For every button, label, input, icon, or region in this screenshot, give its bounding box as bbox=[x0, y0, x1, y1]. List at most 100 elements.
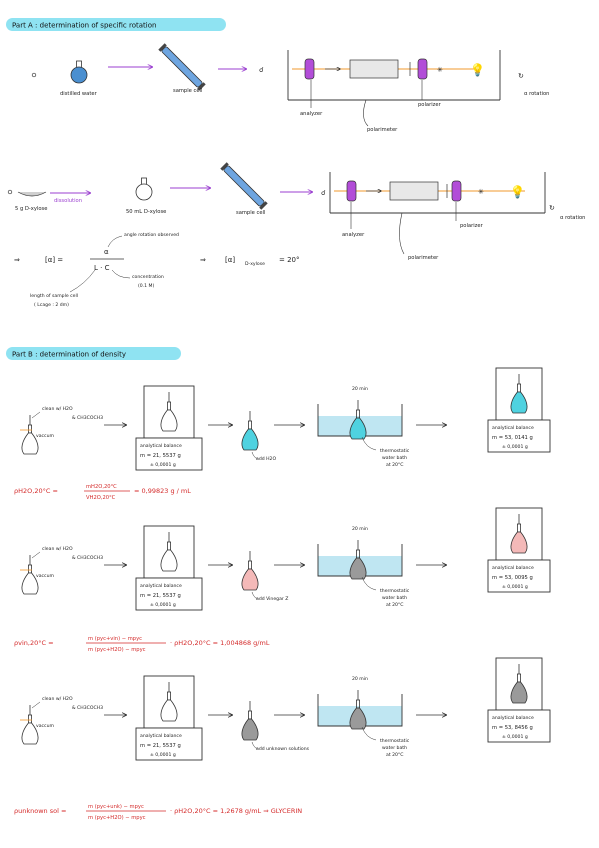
sample-cell-label: sample cell bbox=[236, 210, 265, 216]
round-flask-icon bbox=[70, 60, 88, 84]
analytical-balance: analytical balance m = 21, 5537 g ± 0,0001… bbox=[135, 385, 203, 471]
add-liquid-label: add Vinegar Z bbox=[256, 596, 288, 602]
tolerance-label: ± 0,0001 g bbox=[502, 444, 528, 450]
formula-denominator: L · C bbox=[94, 264, 110, 272]
thermostatic-water-bath bbox=[317, 400, 403, 440]
analyzer-lens bbox=[346, 180, 357, 202]
tolerance-label: ± 0,0001 g bbox=[150, 602, 176, 608]
balance-label: analytical balance bbox=[140, 583, 182, 589]
part-a-title: Part A : determination of specific rotat… bbox=[12, 22, 156, 30]
balance-label: analytical balance bbox=[492, 425, 534, 431]
polarizer-lens bbox=[451, 180, 462, 202]
clean-note-2: & CH3COCH3 bbox=[72, 705, 103, 711]
clean-note: clean w/ H2O bbox=[42, 406, 73, 412]
formula-numerator: α bbox=[104, 248, 109, 256]
formula-result: · ρH2O,20°C = 1,2678 g/mL ⇒ GLYCERIN bbox=[170, 807, 302, 815]
tolerance-label: ± 0,0001 g bbox=[502, 584, 528, 590]
vaccum-label: vaccum bbox=[36, 434, 54, 439]
formula-numerator: mH2O,20°C bbox=[86, 484, 117, 490]
tolerance-label: ± 0,0001 g bbox=[150, 462, 176, 468]
pycnometer-in-bath-icon bbox=[349, 400, 367, 440]
result-arrow: ⇒ bbox=[200, 256, 206, 264]
thermo-label-1: thermostatic bbox=[380, 738, 410, 744]
mass-reading: m = 53, 8456 g bbox=[492, 725, 533, 731]
sample-tube bbox=[389, 181, 439, 201]
result-value: = 20° bbox=[279, 256, 300, 264]
part-b-header: Part B : determination of density bbox=[6, 347, 181, 360]
mass-reading: m = 21, 5537 g bbox=[140, 453, 181, 459]
time-label: 20 min bbox=[352, 386, 368, 392]
clean-note: clean w/ H2O bbox=[42, 696, 73, 702]
rotation-arrow-icon: ↻ bbox=[549, 204, 555, 212]
eye-icon: ☌ bbox=[321, 189, 326, 197]
bullet-icon bbox=[7, 189, 13, 195]
formula-lhs: [α] = bbox=[45, 256, 63, 264]
clean-note-2: & CH3COCH3 bbox=[72, 415, 103, 421]
add-liquid-label: add H2O bbox=[256, 456, 276, 462]
mass-reading: m = 53, 0141 g bbox=[492, 435, 533, 441]
part-a-row-2: 5 g D-xylose dissolution 50 mL D-xylose … bbox=[7, 162, 585, 261]
thermo-label-3: at 20°C bbox=[386, 602, 403, 608]
pycnometer-in-bath-icon bbox=[349, 540, 367, 580]
pycnometer-icon bbox=[21, 415, 39, 455]
density-formula-2: ρvin,20°C = m (pyc+vin) − mpyc m (pyc+H2O)… bbox=[14, 636, 270, 653]
formula-lhs: ρunknown sol = bbox=[14, 807, 66, 815]
distilled-water-label: distilled water bbox=[60, 91, 98, 97]
sample-cell-tube-icon bbox=[220, 162, 268, 210]
analytical-balance: analytical balance m = 53, 8456 g ± 0,0001… bbox=[487, 657, 551, 743]
pycnometer-icon bbox=[21, 555, 39, 595]
formula-denominator: m (pyc+H2O) − mpyc bbox=[88, 815, 146, 821]
pycnometer-icon bbox=[21, 705, 39, 745]
scatter-icon: ✳ bbox=[478, 188, 484, 196]
pycnometer-icon bbox=[160, 682, 178, 722]
polarimeter-bench: ✳ 💡 bbox=[287, 50, 501, 101]
polarimeter-bench: ✳ 💡 bbox=[329, 172, 546, 214]
balance-label: analytical balance bbox=[140, 733, 182, 739]
part-b-rows: clean w/ H2O & CH3COCH3 vaccum analytical b… bbox=[14, 367, 551, 821]
length-note: length of sample cell bbox=[30, 293, 78, 299]
alpha-rotation-label: α rotation bbox=[524, 91, 549, 97]
bullet-icon bbox=[31, 72, 37, 78]
thermo-label-2: water bath bbox=[382, 455, 407, 461]
analyzer-label: analyzer bbox=[300, 111, 323, 117]
tolerance-label: ± 0,0001 g bbox=[150, 752, 176, 758]
tolerance-label: ± 0,0001 g bbox=[502, 734, 528, 740]
formula-lhs: ρvin,20°C = bbox=[14, 639, 54, 647]
concentration-value: (0.1 M) bbox=[138, 283, 155, 289]
clean-note-2: & CH3COCH3 bbox=[72, 555, 103, 561]
concentration-note: concentration bbox=[132, 274, 164, 280]
result-symbol: [α] bbox=[225, 256, 235, 264]
polarimeter-label: polarimeter bbox=[367, 127, 398, 133]
dissolution-label: dissolution bbox=[54, 198, 82, 204]
scatter-icon: ✳ bbox=[437, 66, 443, 74]
add-liquid-label: add unknown solutions bbox=[256, 746, 310, 752]
part-b-title: Part B : determination of density bbox=[12, 351, 126, 359]
light-bulb-icon: 💡 bbox=[470, 63, 485, 77]
thermo-label-2: water bath bbox=[382, 745, 407, 751]
polarimeter-label: polarimeter bbox=[408, 255, 439, 261]
balance-label: analytical balance bbox=[492, 715, 534, 721]
thermo-label-1: thermostatic bbox=[380, 588, 410, 594]
analyzer-lens bbox=[304, 58, 315, 80]
vaccum-label: vaccum bbox=[36, 574, 54, 579]
part-a-row-1: distilled water sample cell ☌ ✳ 💡 analyz… bbox=[31, 43, 549, 133]
balance-label: analytical balance bbox=[140, 443, 182, 449]
thermo-label-3: at 20°C bbox=[386, 752, 403, 758]
rotation-arrow-icon: ↻ bbox=[518, 72, 524, 80]
filled-pycnometer-icon bbox=[241, 701, 259, 741]
formula-numerator: m (pyc+vin) − mpyc bbox=[88, 636, 142, 642]
analyzer-label: analyzer bbox=[342, 232, 365, 238]
thermostatic-water-bath bbox=[317, 540, 403, 580]
formula-denominator: m (pyc+H2O) − mpyc bbox=[88, 647, 146, 653]
thermo-label-1: thermostatic bbox=[380, 448, 410, 454]
sample-cell-tube-icon bbox=[158, 43, 206, 91]
formula-result: · ρH2O,20°C = 1,004868 g/mL bbox=[170, 639, 270, 647]
pycnometer-icon bbox=[510, 374, 528, 414]
